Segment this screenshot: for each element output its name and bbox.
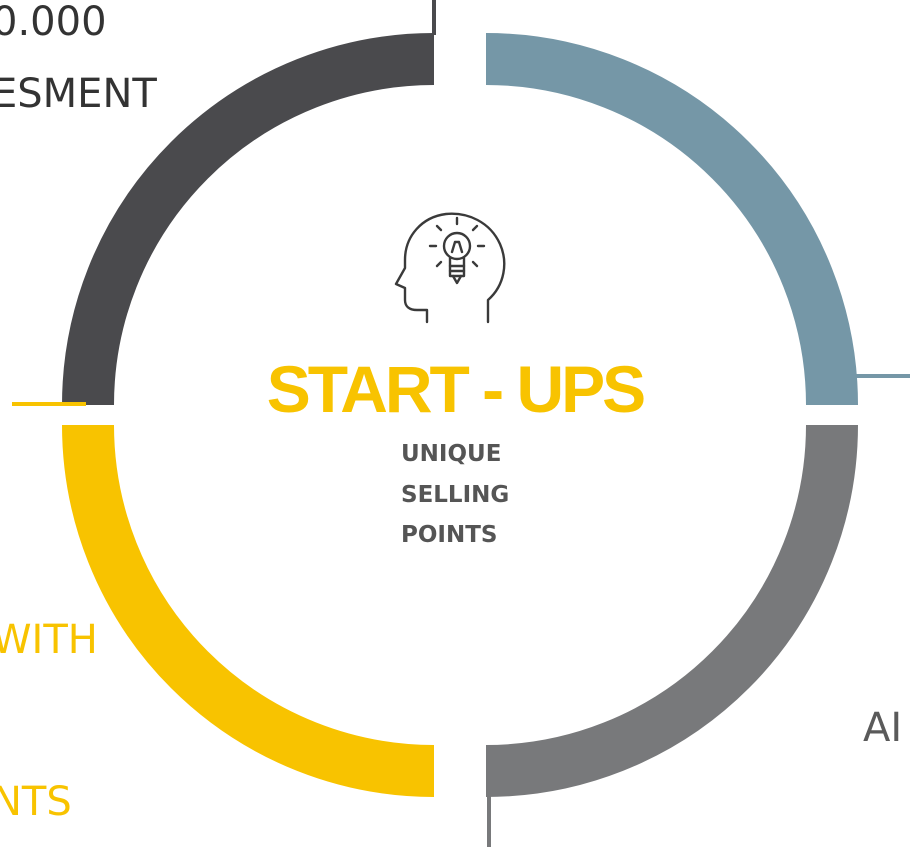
segment-bottom-right xyxy=(485,424,858,797)
subtitle-line-2: SELLING xyxy=(401,482,510,508)
segment-bottom-left xyxy=(62,424,435,797)
segment-top-right xyxy=(485,33,858,406)
bottom-left-text-line1: WITH xyxy=(0,617,98,663)
top-left-text-line1: 0.000 xyxy=(0,0,107,45)
bottom-right-text-line1: AI xyxy=(863,705,903,751)
bottom-left-text-line2: NTS xyxy=(0,779,72,825)
subtitle-line-3: POINTS xyxy=(401,522,498,548)
segment-top-left xyxy=(62,33,435,406)
top-left-text-line2: ESMENT xyxy=(0,71,157,117)
head-lightbulb-icon xyxy=(394,212,506,324)
subtitle-line-1: UNIQUE xyxy=(401,441,502,467)
center-title: START - UPS xyxy=(266,352,646,426)
